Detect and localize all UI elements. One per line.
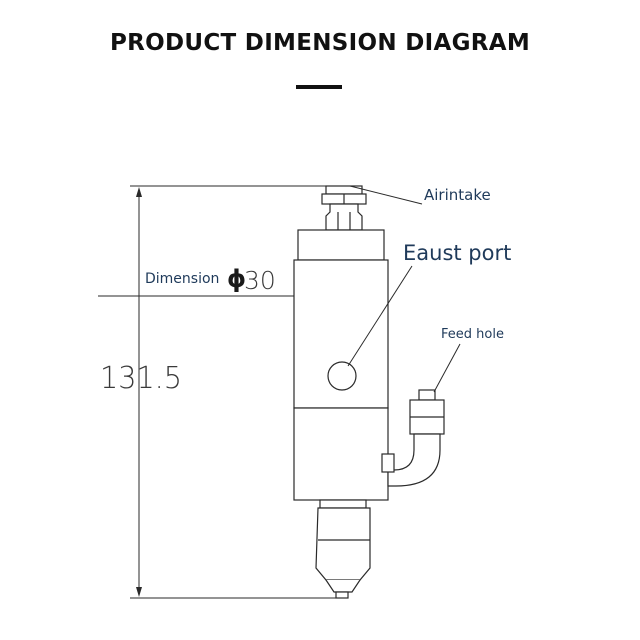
air-intake-fitting — [325, 203, 363, 231]
title-underline — [296, 85, 342, 89]
feed-hole-leader — [433, 343, 461, 393]
diameter-symbol: ϕ — [227, 265, 246, 293]
exhaust-port — [327, 361, 357, 391]
nozzle-tip — [325, 579, 361, 593]
exhaust-port-leader — [347, 265, 413, 367]
needle-tip — [335, 591, 349, 599]
feed-fitting — [381, 389, 445, 487]
leader-lines — [347, 185, 461, 393]
feed-inlet — [381, 453, 395, 473]
height-arrow-bottom — [136, 587, 142, 597]
air-intake-leader — [349, 185, 423, 205]
body-neck — [319, 499, 367, 509]
nozzle — [315, 507, 371, 581]
feed-elbow — [387, 433, 441, 487]
lower-body — [293, 407, 389, 501]
feed-cap — [418, 389, 436, 401]
height-dimension — [130, 185, 336, 599]
diameter-value: 30 — [244, 266, 276, 295]
air-intake-label: Airintake — [424, 186, 491, 204]
page-title: PRODUCT DIMENSION DIAGRAM — [109, 30, 531, 56]
height-value: 131.5 — [100, 361, 182, 396]
upper-cap — [297, 229, 385, 261]
diameter-label: Dimension — [145, 271, 219, 287]
height-arrow-top — [136, 187, 142, 197]
exhaust-port-label: Eaust port — [403, 241, 511, 265]
feed-hole-label: Feed hole — [441, 327, 504, 342]
valve-body — [293, 185, 389, 599]
